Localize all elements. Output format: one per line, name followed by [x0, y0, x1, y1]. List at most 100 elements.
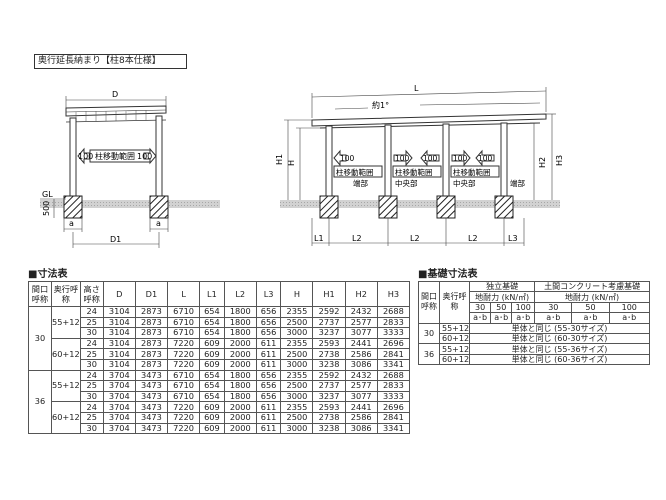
- dim-cell: 2841: [376, 348, 411, 360]
- front-dim-L3: L3: [508, 234, 518, 243]
- dim-cell: 2841: [376, 411, 411, 424]
- dim-cell: 2737: [312, 380, 346, 392]
- dim-cell: 2833: [376, 316, 411, 329]
- dim-header-D1: D1: [134, 281, 169, 307]
- dim-cell: 25: [79, 348, 104, 360]
- side-dim-D1: D1: [110, 235, 121, 244]
- front-dim-H2: H2: [538, 157, 547, 168]
- dim-cell: 2000: [223, 411, 257, 424]
- side-foundation-left: [63, 195, 83, 219]
- dim-cell: 24: [79, 306, 104, 318]
- fdn-header-ab: a･b: [608, 312, 651, 324]
- front-100-e: 100: [478, 154, 493, 163]
- dim-cell: 2738: [312, 411, 346, 424]
- dim-cell: 3473: [134, 422, 169, 435]
- fdn-depth-cell: 55+12: [438, 322, 471, 334]
- dim-cell: 1800: [223, 390, 257, 403]
- dim-cell: 2441: [344, 401, 378, 413]
- fdn-header-bearing-2: 地耐力 (kN/㎡): [534, 291, 650, 303]
- dim-cell: 3333: [376, 390, 411, 403]
- front-end-label-1: 端部: [353, 178, 368, 188]
- dim-cell: 7220: [167, 422, 201, 435]
- fdn-text-cell: 単体と同じ (60-36サイズ): [469, 353, 650, 366]
- dim-cell: 2592: [312, 306, 346, 318]
- side-view: 100 柱移動範囲 100 D GL 500 a a D1: [40, 90, 220, 248]
- dim-cell: 611: [255, 422, 282, 435]
- dim-cell: 2688: [376, 369, 411, 382]
- fdn-width-cell: 30: [418, 322, 440, 345]
- front-slope: 約1°: [372, 100, 389, 110]
- dim-cell: 656: [255, 380, 282, 392]
- fdn-depth-cell: 55+12: [438, 343, 471, 355]
- front-foundation-1: [319, 195, 339, 219]
- dim-cell: 3077: [344, 327, 378, 339]
- dim-cell: 7220: [167, 401, 201, 413]
- front-100-d: 100: [453, 154, 468, 163]
- dim-cell: 611: [255, 348, 282, 360]
- dim-cell: 3237: [312, 327, 346, 339]
- dim-cell: 3104: [102, 358, 136, 371]
- dim-width-cell: 30: [28, 306, 52, 371]
- dim-cell: 6710: [167, 369, 201, 382]
- dim-cell: 2696: [376, 401, 411, 413]
- dim-cell: 2586: [344, 348, 378, 360]
- front-post-1: [325, 125, 333, 201]
- dim-cell: 2000: [223, 337, 257, 350]
- front-foundation-2: [378, 195, 398, 219]
- dim-cell: 2833: [376, 380, 411, 392]
- front-move-range-3: 100 100 柱移動範囲 中央部: [450, 149, 500, 188]
- front-dim-L2-c: L2: [468, 234, 478, 243]
- dim-cell: 2000: [223, 422, 257, 435]
- fdn-depth-cell: 60+12: [438, 332, 471, 345]
- dim-cell: 3086: [344, 358, 378, 371]
- dim-cell: 30: [79, 390, 104, 403]
- dim-cell: 611: [255, 401, 282, 413]
- front-dim-H3: H3: [555, 155, 564, 166]
- fdn-header-ab: a･b: [534, 312, 573, 324]
- fdn-depth-cell: 60+12: [438, 353, 471, 366]
- dim-header-H2: H2: [344, 281, 378, 307]
- dim-cell: 6710: [167, 390, 201, 403]
- dim-cell: 2873: [134, 348, 169, 360]
- fdn-header-ab: a･b: [571, 312, 610, 324]
- front-post-4: [500, 122, 508, 201]
- dim-cell: 6710: [167, 306, 201, 318]
- dim-cell: 654: [199, 390, 225, 403]
- fdn-text-cell: 単体と同じ (55-30サイズ): [469, 322, 650, 334]
- dim-depth-cell: 60+12: [51, 401, 81, 435]
- dim-cell: 1800: [223, 306, 257, 318]
- dim-cell: 656: [255, 306, 282, 318]
- side-100-right: 100: [137, 152, 152, 161]
- dim-cell: 3104: [102, 327, 136, 339]
- dim-cell: 656: [255, 390, 282, 403]
- dim-cell: 3473: [134, 411, 169, 424]
- front-center-label-2: 中央部: [453, 178, 476, 188]
- dim-cell: 609: [199, 411, 225, 424]
- foundation-table: 間口呼称奥行呼称独立基礎土間コンクリート考慮基礎地耐力 (kN/㎡)地耐力 (k…: [418, 280, 651, 366]
- fdn-header-ab: a･b: [469, 312, 492, 324]
- diagram-title: 奥行延長納まり【柱8本仕様】: [34, 54, 187, 69]
- dim-cell: 2355: [280, 369, 314, 382]
- dim-cell: 6710: [167, 316, 201, 329]
- front-dim-H1: H1: [275, 154, 284, 165]
- fdn-header-row-1: 間口呼称奥行呼称独立基礎土間コンクリート考慮基礎: [418, 280, 650, 324]
- dim-cell: 30: [79, 327, 104, 339]
- dim-cell: 2688: [376, 306, 411, 318]
- dim-cell: 654: [199, 306, 225, 318]
- dim-cell: 2593: [312, 337, 346, 350]
- dim-cell: 3104: [102, 306, 136, 318]
- front-range-label-3: 柱移動範囲: [453, 167, 491, 177]
- dim-cell: 609: [199, 401, 225, 413]
- dim-cell: 3473: [134, 369, 169, 382]
- dim-cell: 3704: [102, 401, 136, 413]
- dim-cell: 3077: [344, 390, 378, 403]
- front-range-label-1: 柱移動範囲: [336, 167, 374, 177]
- front-foundation-3: [436, 195, 456, 219]
- dim-depth-cell: 55+12: [51, 306, 81, 339]
